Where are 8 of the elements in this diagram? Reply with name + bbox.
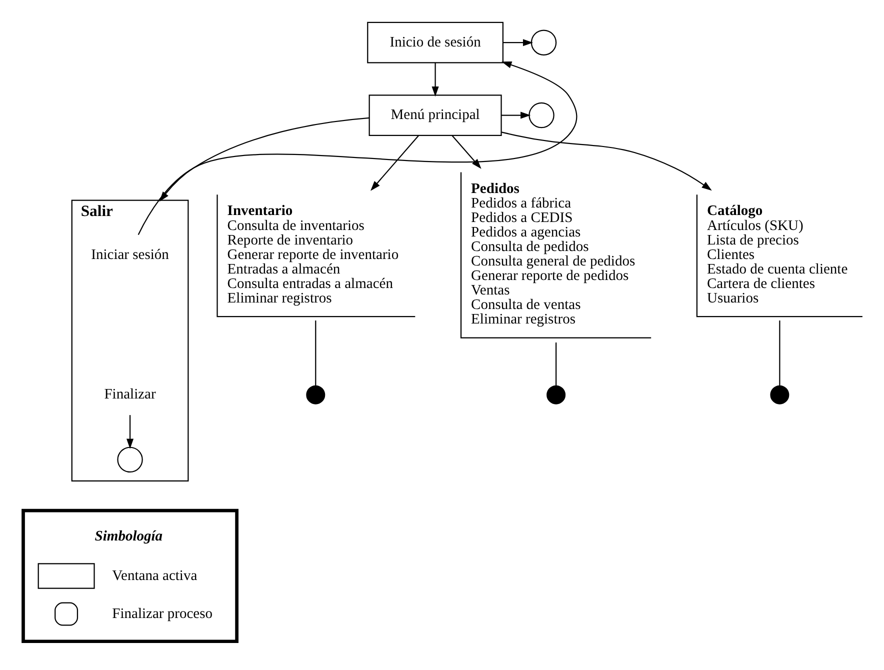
legend-label: Finalizar proceso — [112, 606, 213, 622]
label: Simbología — [94, 528, 163, 545]
node-text: Iniciar sesión — [91, 246, 169, 263]
node-text: Pedidos Pedidos a fábrica Pedidos a CEDIS Pedidos a agencias Consulta de pedidos Consulta general de pedidos Generar reporte de pedidos Ventas Consulta de ventas Eliminar registros — [471, 180, 636, 328]
node-text: Catálogo Artículos (SKU) Lista de precios Clientes Estado de cuenta cliente Cartera de clientes Usuarios — [707, 203, 848, 306]
node-text: Finalizar — [104, 386, 156, 403]
legend-label: Ventana activa — [112, 568, 198, 584]
node-text: Inventario Consulta de inventarios Reporte de inventario Generar reporte de inventario Entradas a almacén Consulta entradas a almacén Eliminar registros — [227, 203, 399, 306]
